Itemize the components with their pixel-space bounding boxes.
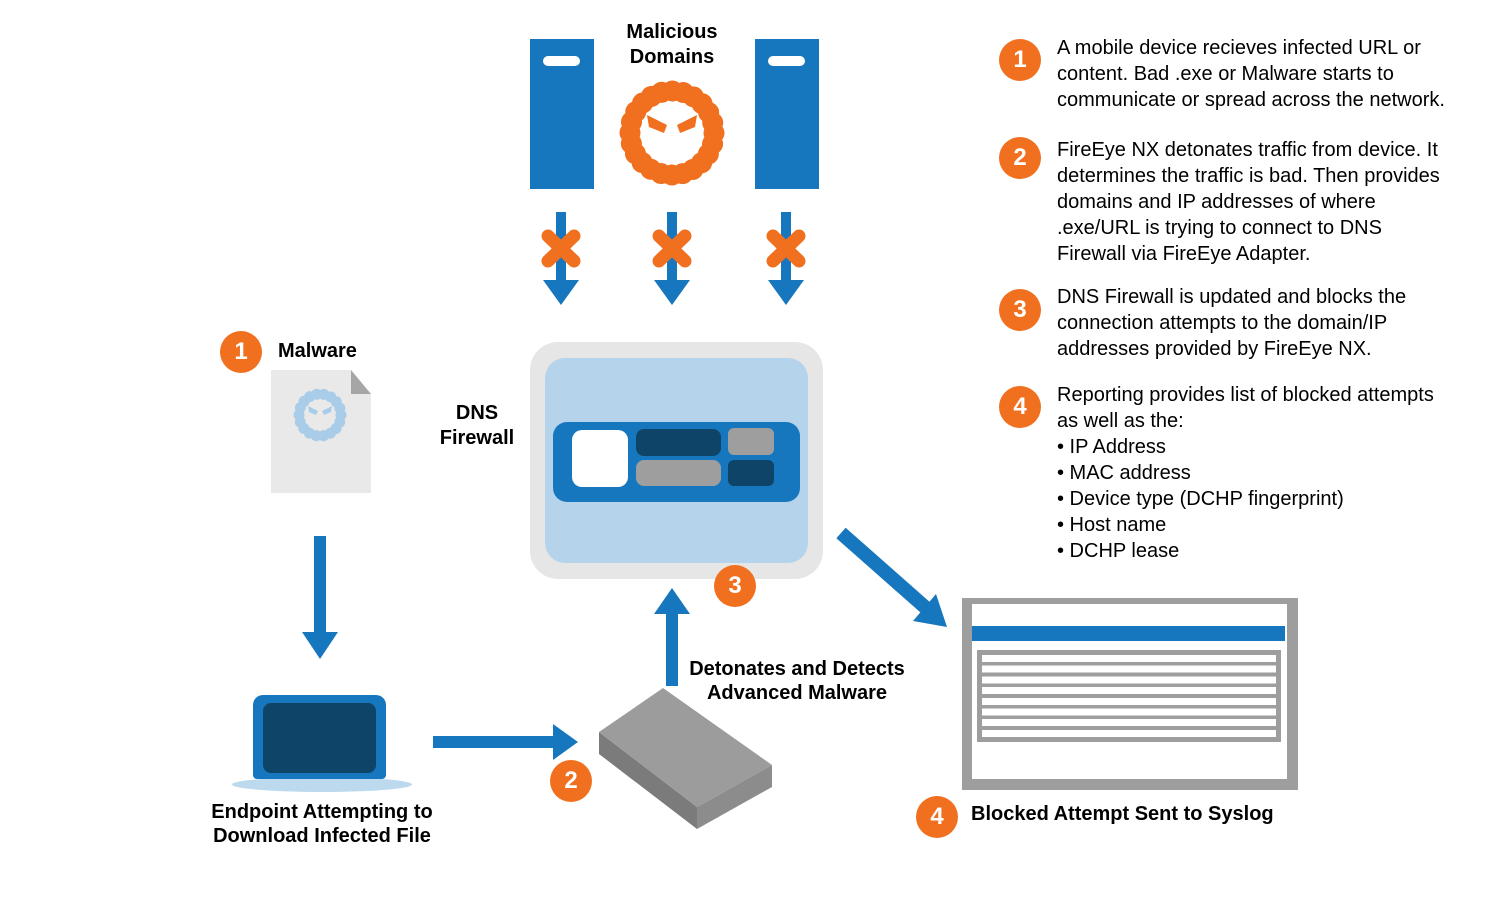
diagram-badge-1: 1: [220, 331, 262, 373]
dns-firewall-appliance-icon: [553, 422, 800, 502]
endpoint-laptop-icon: [253, 695, 386, 779]
malware-label: Malware: [278, 340, 357, 362]
down-arrow-middle: [654, 212, 690, 305]
malicious-domains-label: Malicious Domains: [626, 21, 718, 68]
down-arrow-right: [768, 212, 804, 305]
step-text-4: Reporting provides list of blocked attem…: [1057, 384, 1434, 562]
server-icon-left: [530, 39, 594, 189]
appliance-module: [636, 460, 721, 486]
syslog-log-panel: [977, 650, 1281, 742]
server-icon-right: [755, 39, 819, 189]
server-slot: [543, 56, 580, 66]
endpoint-label: Endpoint Attempting to Download Infected…: [211, 801, 433, 847]
fireeye-nx-icon: [599, 688, 772, 829]
diagram-badge-2: 2: [550, 760, 592, 802]
appliance-port: [572, 430, 628, 487]
arrow-dnsfirewall-to-syslog: [836, 527, 947, 627]
dns-firewall-label: DNS Firewall: [439, 402, 515, 449]
step-badge-4: 4: [999, 386, 1041, 428]
arrow-endpoint-to-fireeye: [433, 724, 578, 760]
diagram-badge-4: 4: [916, 796, 958, 838]
malware-icon: [619, 80, 725, 186]
syslog-title-bar: [972, 626, 1285, 641]
folded-corner-icon: [351, 370, 371, 394]
syslog-label: Blocked Attempt Sent to Syslog: [971, 803, 1274, 825]
laptop-screen: [263, 703, 376, 773]
detonates-label: Detonates and Detects Advanced Malware: [689, 658, 905, 704]
step-text-2: FireEye NX detonates traffic from device…: [1057, 139, 1440, 265]
dns-firewall-panel: [545, 358, 808, 563]
laptop-base: [232, 777, 412, 792]
step-badge-3: 3: [999, 289, 1041, 331]
blocked-x-icon-middle: [652, 229, 692, 268]
syslog-window-body: [972, 604, 1287, 779]
step-badge-2: 2: [999, 137, 1041, 179]
syslog-log-lines: [982, 655, 1276, 737]
step-text-1: A mobile device recieves infected URL or…: [1057, 37, 1445, 111]
blocked-x-icon-right: [766, 229, 806, 268]
server-slot: [768, 56, 805, 66]
syslog-window-icon: [962, 598, 1298, 790]
down-arrow-left: [543, 212, 579, 305]
dns-firewall-box: [530, 342, 823, 579]
appliance-module: [728, 460, 774, 486]
appliance-module: [728, 428, 774, 455]
blocked-x-icon-left: [541, 229, 581, 268]
diagram-badge-3: 3: [714, 565, 756, 607]
step-text-3: DNS Firewall is updated and blocks the c…: [1057, 286, 1407, 360]
step-badge-1: 1: [999, 39, 1041, 81]
appliance-module: [636, 429, 721, 456]
arrow-malware-to-endpoint: [302, 536, 338, 659]
